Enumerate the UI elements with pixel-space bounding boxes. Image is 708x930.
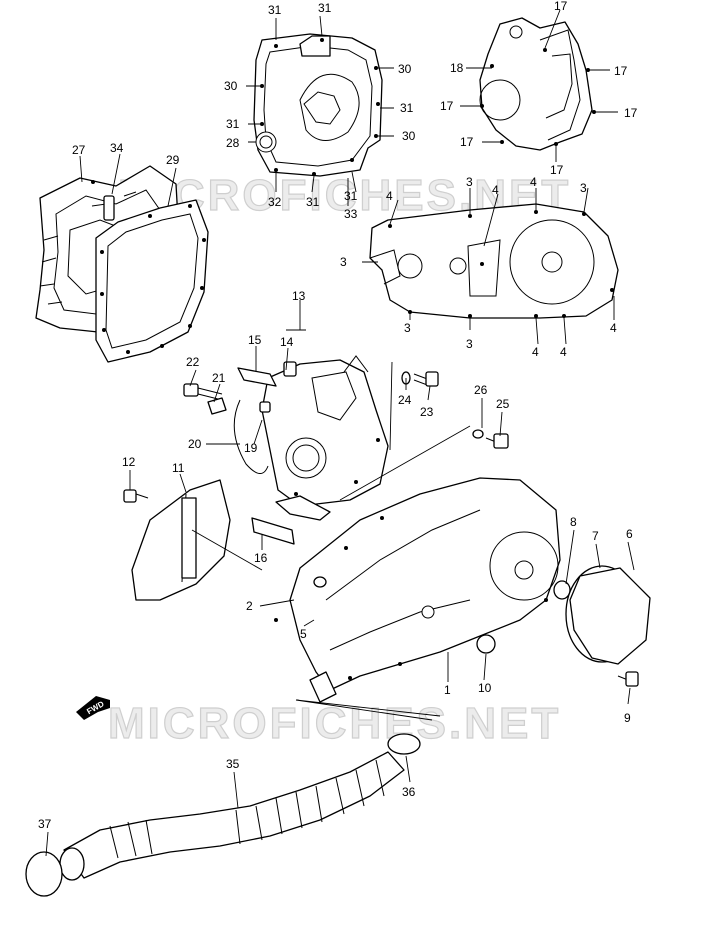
label-7: 7 (592, 529, 599, 543)
label-19: 19 (244, 441, 258, 455)
label-34: 34 (110, 141, 124, 155)
label-30: 30 (224, 79, 238, 93)
leader-lines (45, 9, 635, 857)
label-17: 17 (460, 135, 474, 149)
part-25-bolt (485, 433, 509, 449)
oil-pump-housing (261, 355, 389, 521)
label-29: 29 (166, 153, 180, 167)
part-37-clamp (25, 851, 63, 897)
label-17: 17 (550, 163, 564, 177)
label-17: 17 (440, 99, 454, 113)
label-18: 18 (450, 61, 464, 75)
label-30: 30 (398, 62, 412, 76)
label-4: 3 (580, 181, 587, 195)
clutch-cover-gasket (253, 33, 383, 177)
label-3: 3 (340, 255, 347, 269)
label-17: 17 (554, 0, 568, 13)
label-12: 12 (122, 455, 136, 469)
label-4: 4 (386, 189, 393, 203)
label-37: 37 (38, 817, 52, 831)
label-4: 4 (492, 183, 499, 197)
part-8-cap (553, 580, 571, 600)
label-31: 31 (268, 3, 282, 17)
label-36: 36 (402, 785, 416, 799)
part-11-guide (131, 479, 231, 601)
part-16-block (251, 517, 295, 545)
label-5: 5 (300, 627, 307, 641)
label-15: 15 (248, 333, 262, 347)
label-31: 31 (306, 195, 320, 209)
label-14: 14 (280, 335, 294, 349)
watermark-bottom: MICROFICHES.NET MICROFICHES.NET (107, 698, 561, 748)
svg-text:MICROFICHES.NET: MICROFICHES.NET (108, 699, 561, 748)
label-28: 28 (226, 136, 240, 150)
label-10: 10 (478, 681, 492, 695)
label-3: 3 (466, 175, 473, 189)
label-4: 4 (532, 345, 539, 359)
label-16: 16 (254, 551, 268, 565)
part-6-cover (569, 567, 651, 665)
label-24: 24 (398, 393, 412, 407)
clutch-cover (369, 203, 619, 319)
part-22-bolt (183, 383, 223, 401)
label-3: 4 (530, 175, 537, 189)
part-15-plate (237, 367, 277, 387)
part-9-bolt (617, 671, 639, 687)
label-9: 9 (624, 711, 631, 725)
label-31: 31 (400, 101, 414, 115)
part-12-bolt (123, 489, 149, 503)
duct-hose (59, 751, 405, 881)
crankcase-gasket (95, 199, 209, 363)
label-1: 1 (444, 683, 451, 697)
label-3: 3 (404, 321, 411, 335)
outer-cover (289, 477, 561, 703)
label-13: 13 (292, 289, 306, 303)
label-17: 17 (614, 64, 628, 78)
label-3: 3 (466, 337, 473, 351)
label-26: 26 (474, 383, 488, 397)
label-20: 20 (188, 437, 202, 451)
part-number-labels: 31 31 30 30 31 31 30 28 32 31 31 33 17 1… (38, 0, 638, 831)
label-25: 25 (496, 397, 510, 411)
label-17: 17 (624, 106, 638, 120)
label-32: 32 (268, 195, 282, 209)
part-36-clamp (387, 733, 421, 755)
label-33: 33 (344, 207, 358, 221)
label-22: 22 (186, 355, 200, 369)
bolt-points (260, 38, 614, 680)
label-21: 21 (212, 371, 226, 385)
part-10-cap (476, 634, 496, 654)
part-21-clip (207, 397, 227, 415)
label-11: 11 (172, 461, 185, 475)
label-2: 2 (246, 599, 253, 613)
label-23: 23 (420, 405, 434, 419)
label-4: 4 (610, 321, 617, 335)
svg-text:MICROFICHES.NET: MICROFICHES.NET (108, 699, 561, 748)
fwd-arrow-icon: FWD (76, 696, 110, 720)
label-8: 8 (570, 515, 577, 529)
label-4: 4 (560, 345, 567, 359)
starter-cover-gasket (479, 17, 593, 151)
label-35: 35 (226, 757, 240, 771)
label-6: 6 (626, 527, 633, 541)
label-31: 31 (344, 189, 358, 203)
label-27: 27 (72, 143, 86, 157)
label-31: 31 (318, 1, 332, 15)
label-31: 31 (226, 117, 240, 131)
part-23-bolt (413, 371, 439, 387)
label-30: 30 (402, 129, 416, 143)
part-20-wire (233, 399, 271, 474)
part-26-washer (472, 429, 484, 439)
